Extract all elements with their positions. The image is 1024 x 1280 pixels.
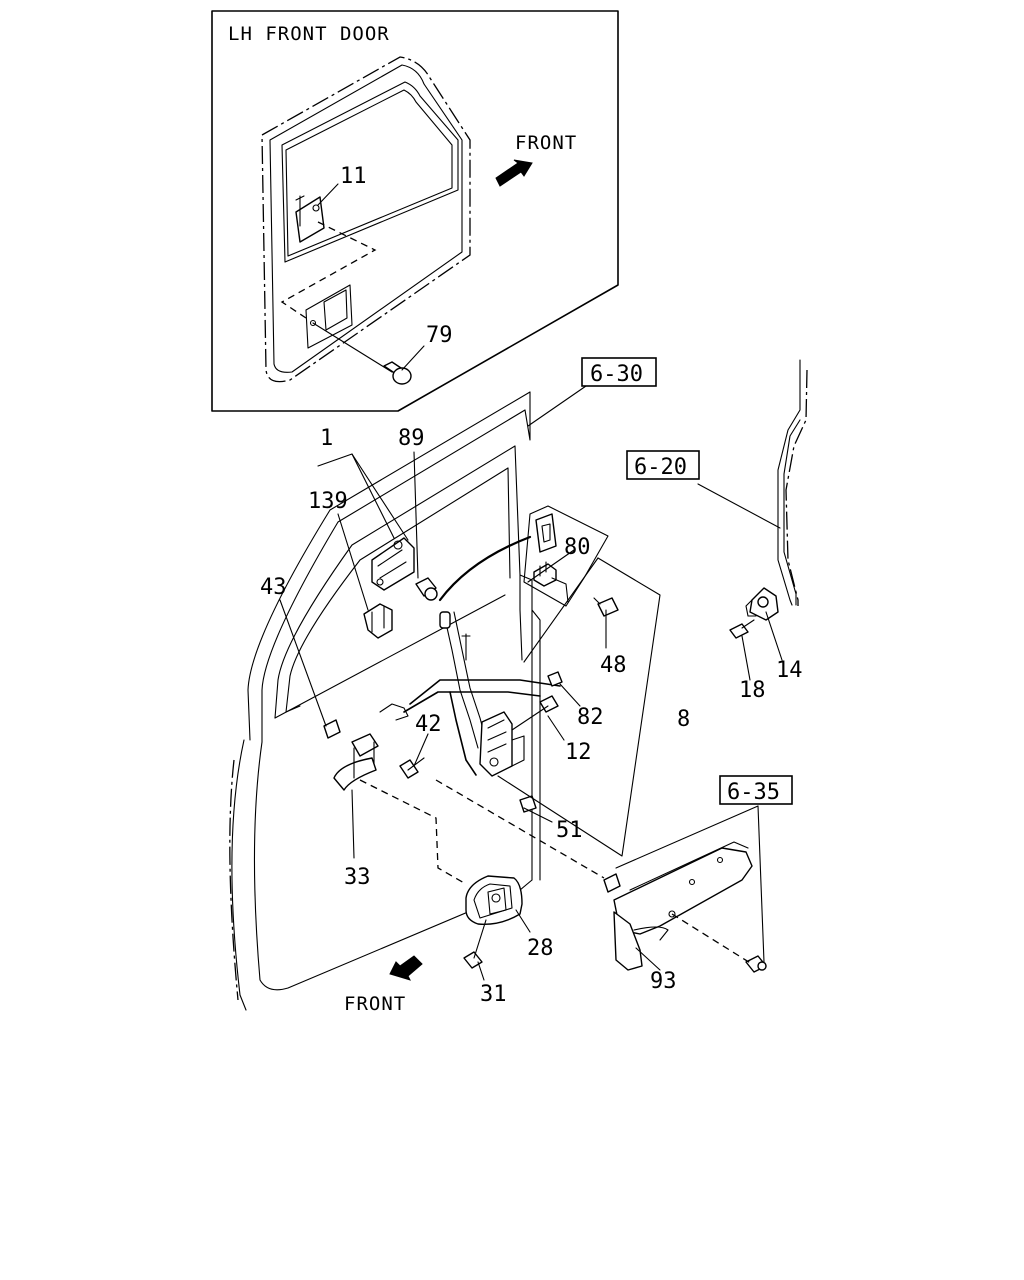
door-latch-8 xyxy=(479,711,525,777)
ref-box-6-20: 6-20 xyxy=(626,450,700,480)
part-label-28: 28 xyxy=(527,936,554,961)
svg-text:6-35: 6-35 xyxy=(727,780,780,805)
screw-bracket xyxy=(745,955,767,973)
ref-box-6-30: 6-30 xyxy=(581,357,657,387)
inset-panel: LH FRONT DOOR xyxy=(211,10,619,412)
part-label-12: 12 xyxy=(565,740,592,765)
striker-14 xyxy=(745,587,779,621)
part-label-82: 82 xyxy=(577,705,604,730)
inset-door-outline xyxy=(261,56,471,385)
svg-text:6-30: 6-30 xyxy=(590,362,643,387)
part-label-14: 14 xyxy=(776,658,803,683)
lock-rods-and-cables xyxy=(379,535,561,776)
screw-31 xyxy=(463,919,487,969)
part-label-51: 51 xyxy=(556,818,583,843)
part-label-31: 31 xyxy=(480,982,507,1007)
lock-knob-80-detail xyxy=(523,505,609,607)
part-label-42: 42 xyxy=(415,712,442,737)
svg-text:6-20: 6-20 xyxy=(634,455,687,480)
part-label-43: 43 xyxy=(260,575,287,600)
bracket-93 xyxy=(603,841,753,971)
bolt-18 xyxy=(729,619,755,639)
main-front-label: FRONT xyxy=(344,993,406,1015)
part-label-93: 93 xyxy=(650,969,677,994)
leader-lines xyxy=(279,385,783,981)
clip-82 xyxy=(547,671,563,687)
inset-frame xyxy=(211,10,619,412)
main-front-arrow-icon xyxy=(389,955,423,981)
inset-title: LH FRONT DOOR xyxy=(228,23,390,45)
part-label-11: 11 xyxy=(340,164,367,189)
inside-handle-assembly xyxy=(363,537,438,639)
part-label-80: 80 xyxy=(564,535,591,560)
screw-42 xyxy=(399,757,425,779)
part-label-48: 48 xyxy=(600,653,627,678)
bolt-12 xyxy=(511,695,559,731)
inset-bolt-79 xyxy=(383,361,412,385)
part-label-8: 8 xyxy=(677,707,690,732)
inset-bracket-11 xyxy=(295,196,325,243)
part-label-79: 79 xyxy=(426,323,453,348)
b-pillar-section xyxy=(777,359,808,606)
part-label-33: 33 xyxy=(344,865,371,890)
inset-front-arrow-icon xyxy=(495,159,533,187)
outside-handle-33 xyxy=(333,733,379,791)
inside-remote-handle-28 xyxy=(465,875,523,925)
part-label-1: 1 xyxy=(320,426,333,451)
inset-front-label: FRONT xyxy=(515,132,577,154)
part-label-89: 89 xyxy=(398,426,425,451)
clip-43 xyxy=(323,719,341,739)
main-door-outline xyxy=(229,391,541,1011)
part-label-139: 139 xyxy=(308,489,348,514)
part-label-18: 18 xyxy=(739,678,766,703)
clip-48 xyxy=(593,597,619,617)
ref-box-6-35: 6-35 xyxy=(719,775,793,805)
